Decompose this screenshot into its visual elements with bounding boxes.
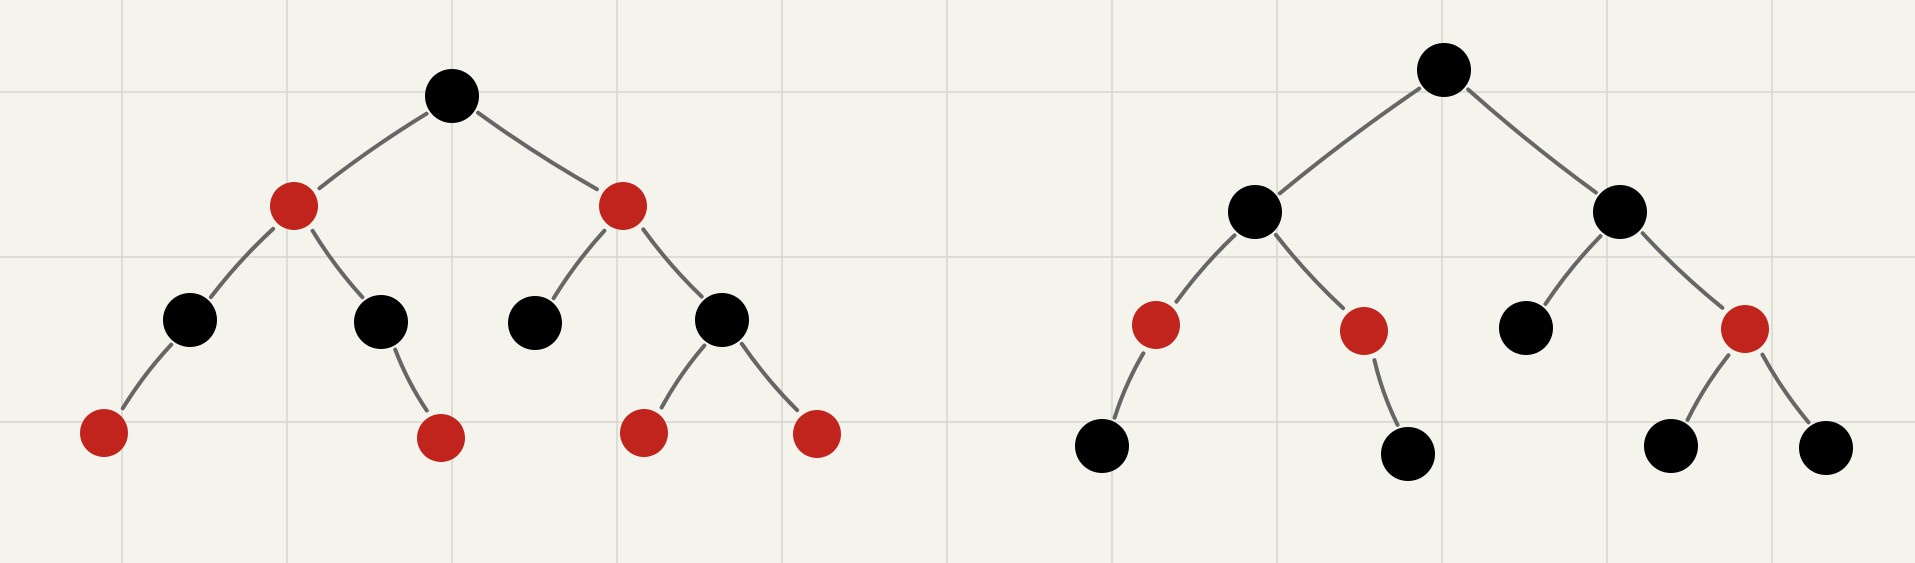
red-node — [1340, 307, 1388, 355]
tree-edge — [208, 226, 276, 300]
tree-edge — [1273, 232, 1346, 311]
tree-edge — [1543, 234, 1603, 306]
red-node — [417, 414, 465, 462]
tree-edge — [551, 228, 607, 301]
black-node — [1381, 427, 1435, 481]
tree-edge — [1760, 352, 1811, 425]
black-node — [354, 295, 408, 349]
red-node — [793, 410, 841, 458]
black-node — [1799, 421, 1853, 475]
tree-edge — [659, 343, 707, 410]
red-node — [270, 182, 318, 230]
tree-edge — [1372, 358, 1400, 427]
black-node — [695, 293, 749, 347]
black-node — [1228, 185, 1282, 239]
black-node — [1499, 301, 1553, 355]
tree-edge — [310, 228, 365, 300]
tree-edge — [641, 227, 704, 299]
tree-edge — [1112, 351, 1146, 420]
tree-edge — [1174, 233, 1237, 304]
red-node — [620, 409, 668, 457]
red-node — [80, 409, 128, 457]
black-node — [1417, 43, 1471, 97]
tree-edge — [120, 342, 174, 411]
tree-edge — [476, 110, 599, 192]
left-tree — [80, 69, 841, 462]
black-node — [163, 293, 217, 347]
tree-edge — [739, 341, 800, 413]
black-node — [1075, 419, 1129, 473]
red-node — [1721, 305, 1769, 353]
tree-edge — [393, 347, 429, 413]
right-tree — [1075, 43, 1853, 481]
red-node — [599, 182, 647, 230]
black-node — [508, 296, 562, 350]
black-node — [1644, 419, 1698, 473]
tree-edge — [317, 111, 429, 191]
black-node — [1593, 185, 1647, 239]
red-node — [1132, 301, 1180, 349]
tree-edge — [1685, 353, 1731, 422]
tree-edge — [1640, 231, 1725, 310]
tree-edge — [1466, 87, 1598, 195]
trees-layer — [80, 43, 1853, 481]
black-node — [425, 69, 479, 123]
tree-edge — [1277, 86, 1422, 196]
